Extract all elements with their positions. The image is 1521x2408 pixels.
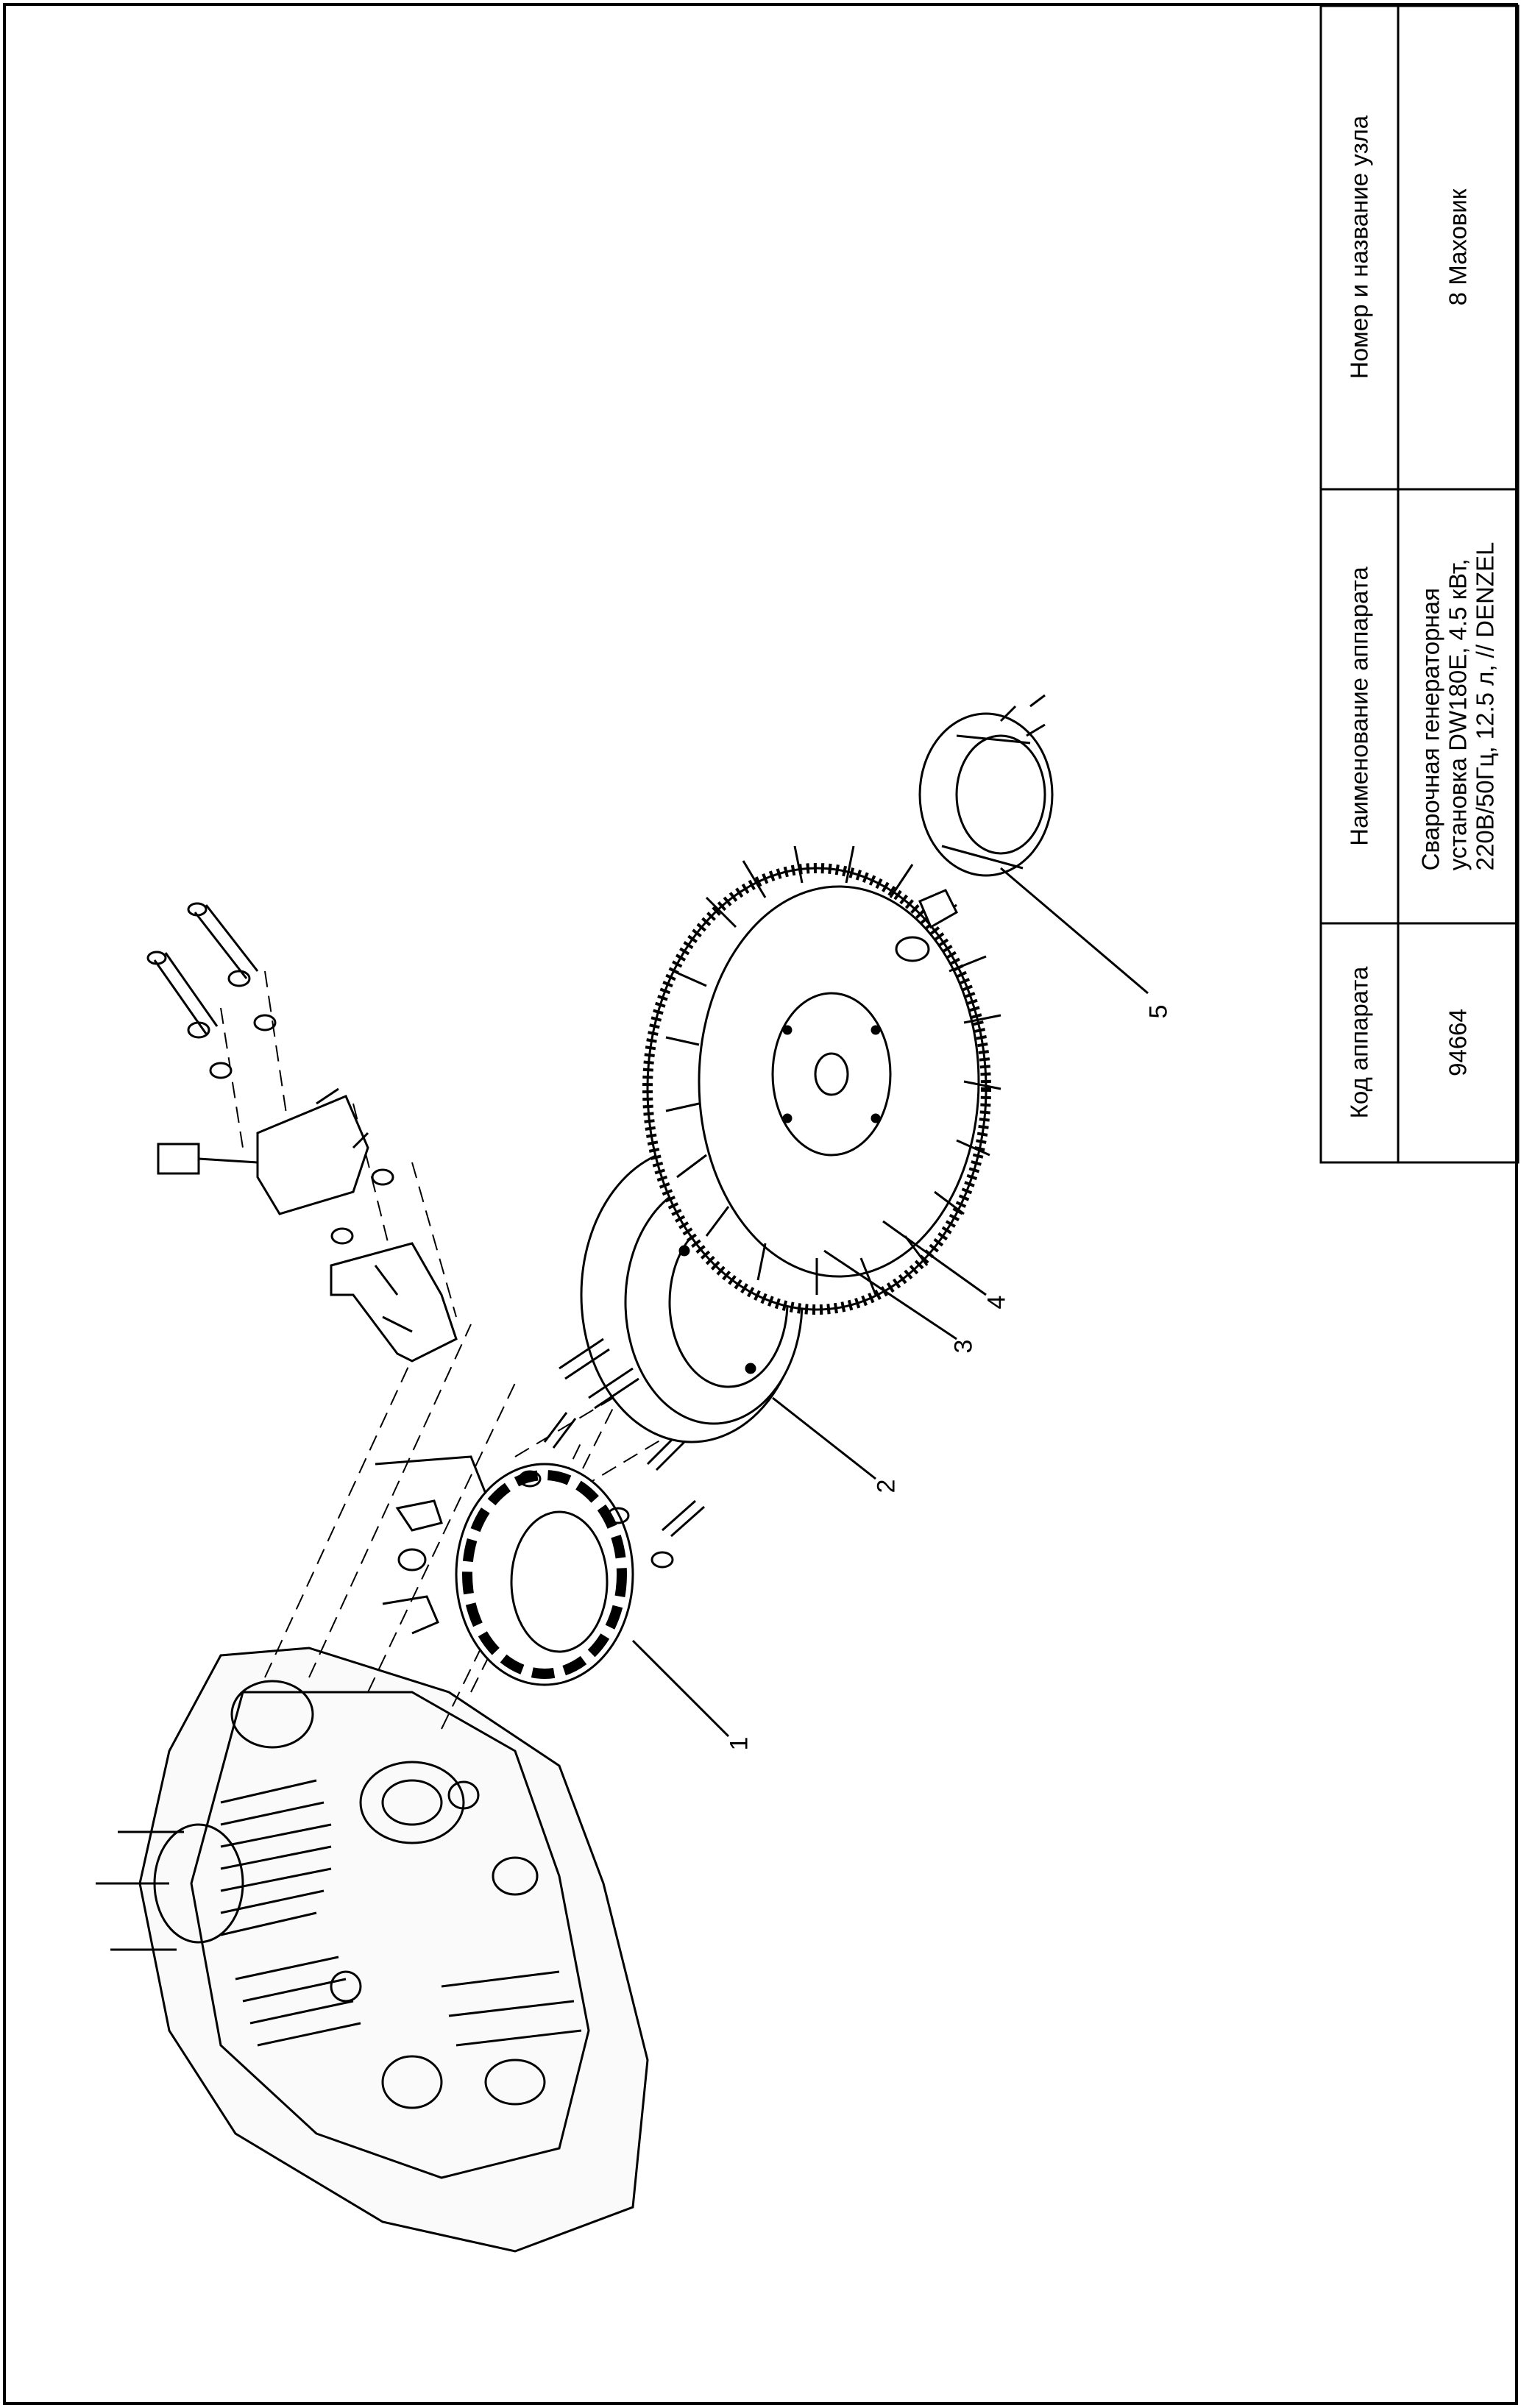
flywheel	[642, 845, 1001, 1315]
value-unit: 8 Маховик	[1444, 188, 1472, 306]
header-device-name: Наименование аппарата	[1345, 567, 1373, 846]
mounting-screws	[146, 902, 277, 1079]
device-name-line-3: 220В/50Гц, 12.5 л, // DENZEL	[1471, 541, 1499, 871]
header-unit: Номер и название узла	[1345, 115, 1373, 380]
device-name-line-1: Сварочная генераторная	[1417, 588, 1444, 871]
stator-coil	[375, 1455, 634, 1686]
callout-5: 5	[1144, 1004, 1173, 1019]
callout-3: 3	[949, 1339, 978, 1354]
device-name-line-2: установка DW180E, 4.5 кВт,	[1444, 558, 1472, 871]
leader-lines	[631, 867, 1149, 1738]
starter-cup-assembly	[895, 694, 1054, 962]
drawing-frame	[3, 3, 1518, 2405]
callout-1: 1	[725, 1736, 754, 1751]
value-device-name: Сварочная генераторная установка DW180E,…	[1417, 541, 1500, 871]
engine-crankcase	[96, 1647, 649, 2253]
rotor-bolts	[559, 1338, 639, 1410]
title-block-grid	[1319, 4, 1520, 1164]
callout-2: 2	[872, 1479, 901, 1494]
regulator-module	[157, 1087, 458, 1363]
callout-4: 4	[982, 1295, 1011, 1310]
header-code: Код аппарата	[1345, 966, 1373, 1119]
value-code: 94664	[1444, 1009, 1472, 1076]
